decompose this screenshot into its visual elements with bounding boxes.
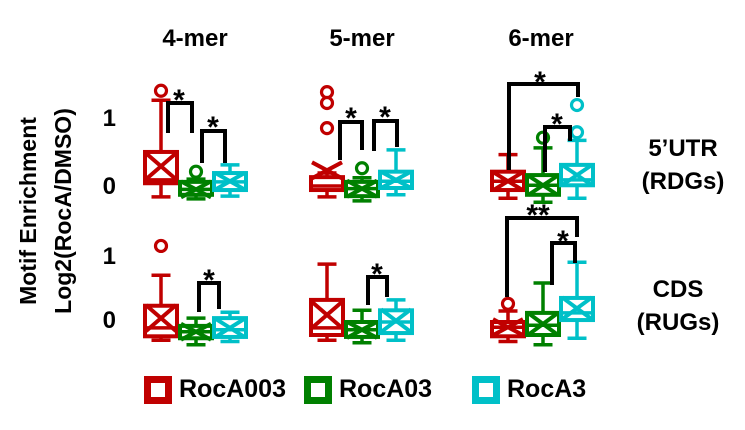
row-label-5utr-line1: 5’UTR: [648, 135, 718, 162]
row-label-cds: CDS (RUGs): [637, 273, 720, 339]
outlier-point: [569, 125, 585, 140]
box-4-mer-utr-RocA03: [178, 164, 214, 201]
significance-bracket: *: [197, 264, 221, 312]
ytick-top-0: 0: [102, 172, 116, 200]
significance-star: *: [551, 108, 563, 141]
box-6-mer-cds-RocA003: [490, 296, 526, 344]
significance-star: **: [526, 199, 550, 232]
column-header-4mer: 4-mer: [162, 25, 228, 52]
significance-star: *: [534, 66, 546, 99]
ytick-top-1: 1: [102, 104, 116, 132]
row-label-5utr-line2: (RDGs): [641, 168, 725, 195]
y-axis-label: Motif Enrichment Log2(RocA/DMSO): [11, 108, 81, 314]
legend-item-roca03: RocA03: [304, 375, 432, 404]
significance-star: *: [345, 102, 357, 135]
legend-swatch-roca3: [472, 375, 500, 404]
significance-bracket: **: [505, 199, 579, 297]
significance-bracket: *: [543, 108, 572, 172]
box-5-mer-utr-RocA003: [309, 85, 345, 199]
box-5-mer-cds-RocA03: [344, 308, 380, 345]
box-5-mer-cds-RocA3: [378, 298, 414, 342]
significance-bracket: *: [507, 66, 580, 170]
legend-item-roca3: RocA3: [472, 375, 586, 404]
outlier-point: [188, 164, 204, 179]
legend-swatch-roca03: [304, 375, 332, 404]
ytick-bottom-1: 1: [102, 242, 116, 270]
row-label-cds-line2: (RUGs): [636, 309, 720, 336]
significance-bracket: *: [372, 101, 399, 151]
legend-label-roca003: RocA003: [179, 375, 286, 403]
outlier-point: [153, 83, 169, 98]
outlier-point: [153, 238, 169, 254]
legend-label-roca3: RocA3: [507, 375, 587, 403]
significance-star: *: [557, 225, 569, 258]
box-5-mer-utr-RocA03: [344, 161, 380, 203]
column-header-5mer: 5-mer: [329, 25, 395, 52]
outlier-point: [354, 161, 370, 176]
outlier-point: [319, 121, 335, 136]
row-label-5utr: 5’UTR (RDGs): [642, 132, 725, 198]
legend-swatch-roca003: [144, 375, 172, 404]
column-header-6mer: 6-mer: [508, 25, 574, 52]
box-4-mer-cds-RocA003: [143, 238, 179, 342]
significance-bracket: *: [200, 111, 227, 163]
box-6-mer-cds-RocA3: [559, 260, 595, 340]
box-5-mer-cds-RocA003: [309, 262, 345, 342]
significance-star: *: [173, 84, 185, 117]
legend-label-roca03: RocA03: [339, 375, 433, 403]
outlier-point: [569, 97, 585, 113]
significance-star: *: [379, 101, 391, 134]
y-axis-label-line1: Motif Enrichment: [15, 117, 41, 305]
significance-bracket: *: [366, 258, 389, 305]
box-4-mer-utr-RocA003: [143, 83, 179, 199]
box-4-mer-cds-RocA3: [212, 310, 248, 344]
outlier-point: [319, 95, 335, 111]
box-rect: [309, 175, 345, 193]
y-axis-label-line2: Log2(RocA/DMSO): [50, 108, 76, 314]
box-5-mer-utr-RocA3: [378, 148, 414, 197]
box-4-mer-utr-RocA3: [212, 163, 248, 198]
significance-star: *: [371, 258, 383, 291]
legend-item-roca003: RocA003: [144, 375, 286, 404]
box-4-mer-cds-RocA03: [178, 316, 214, 347]
significance-bracket: *: [338, 102, 364, 160]
box-6-mer-utr-RocA3: [559, 97, 595, 200]
row-label-cds-line1: CDS: [652, 276, 704, 303]
outlier-point: [500, 296, 516, 311]
significance-bracket: *: [550, 225, 577, 285]
significance-bracket: *: [166, 84, 194, 133]
significance-star: *: [207, 111, 219, 144]
box-6-mer-cds-RocA03: [525, 281, 561, 347]
box-6-mer-utr-RocA003: [490, 152, 526, 200]
significance-star: *: [203, 264, 215, 297]
ytick-bottom-0: 0: [102, 306, 116, 334]
